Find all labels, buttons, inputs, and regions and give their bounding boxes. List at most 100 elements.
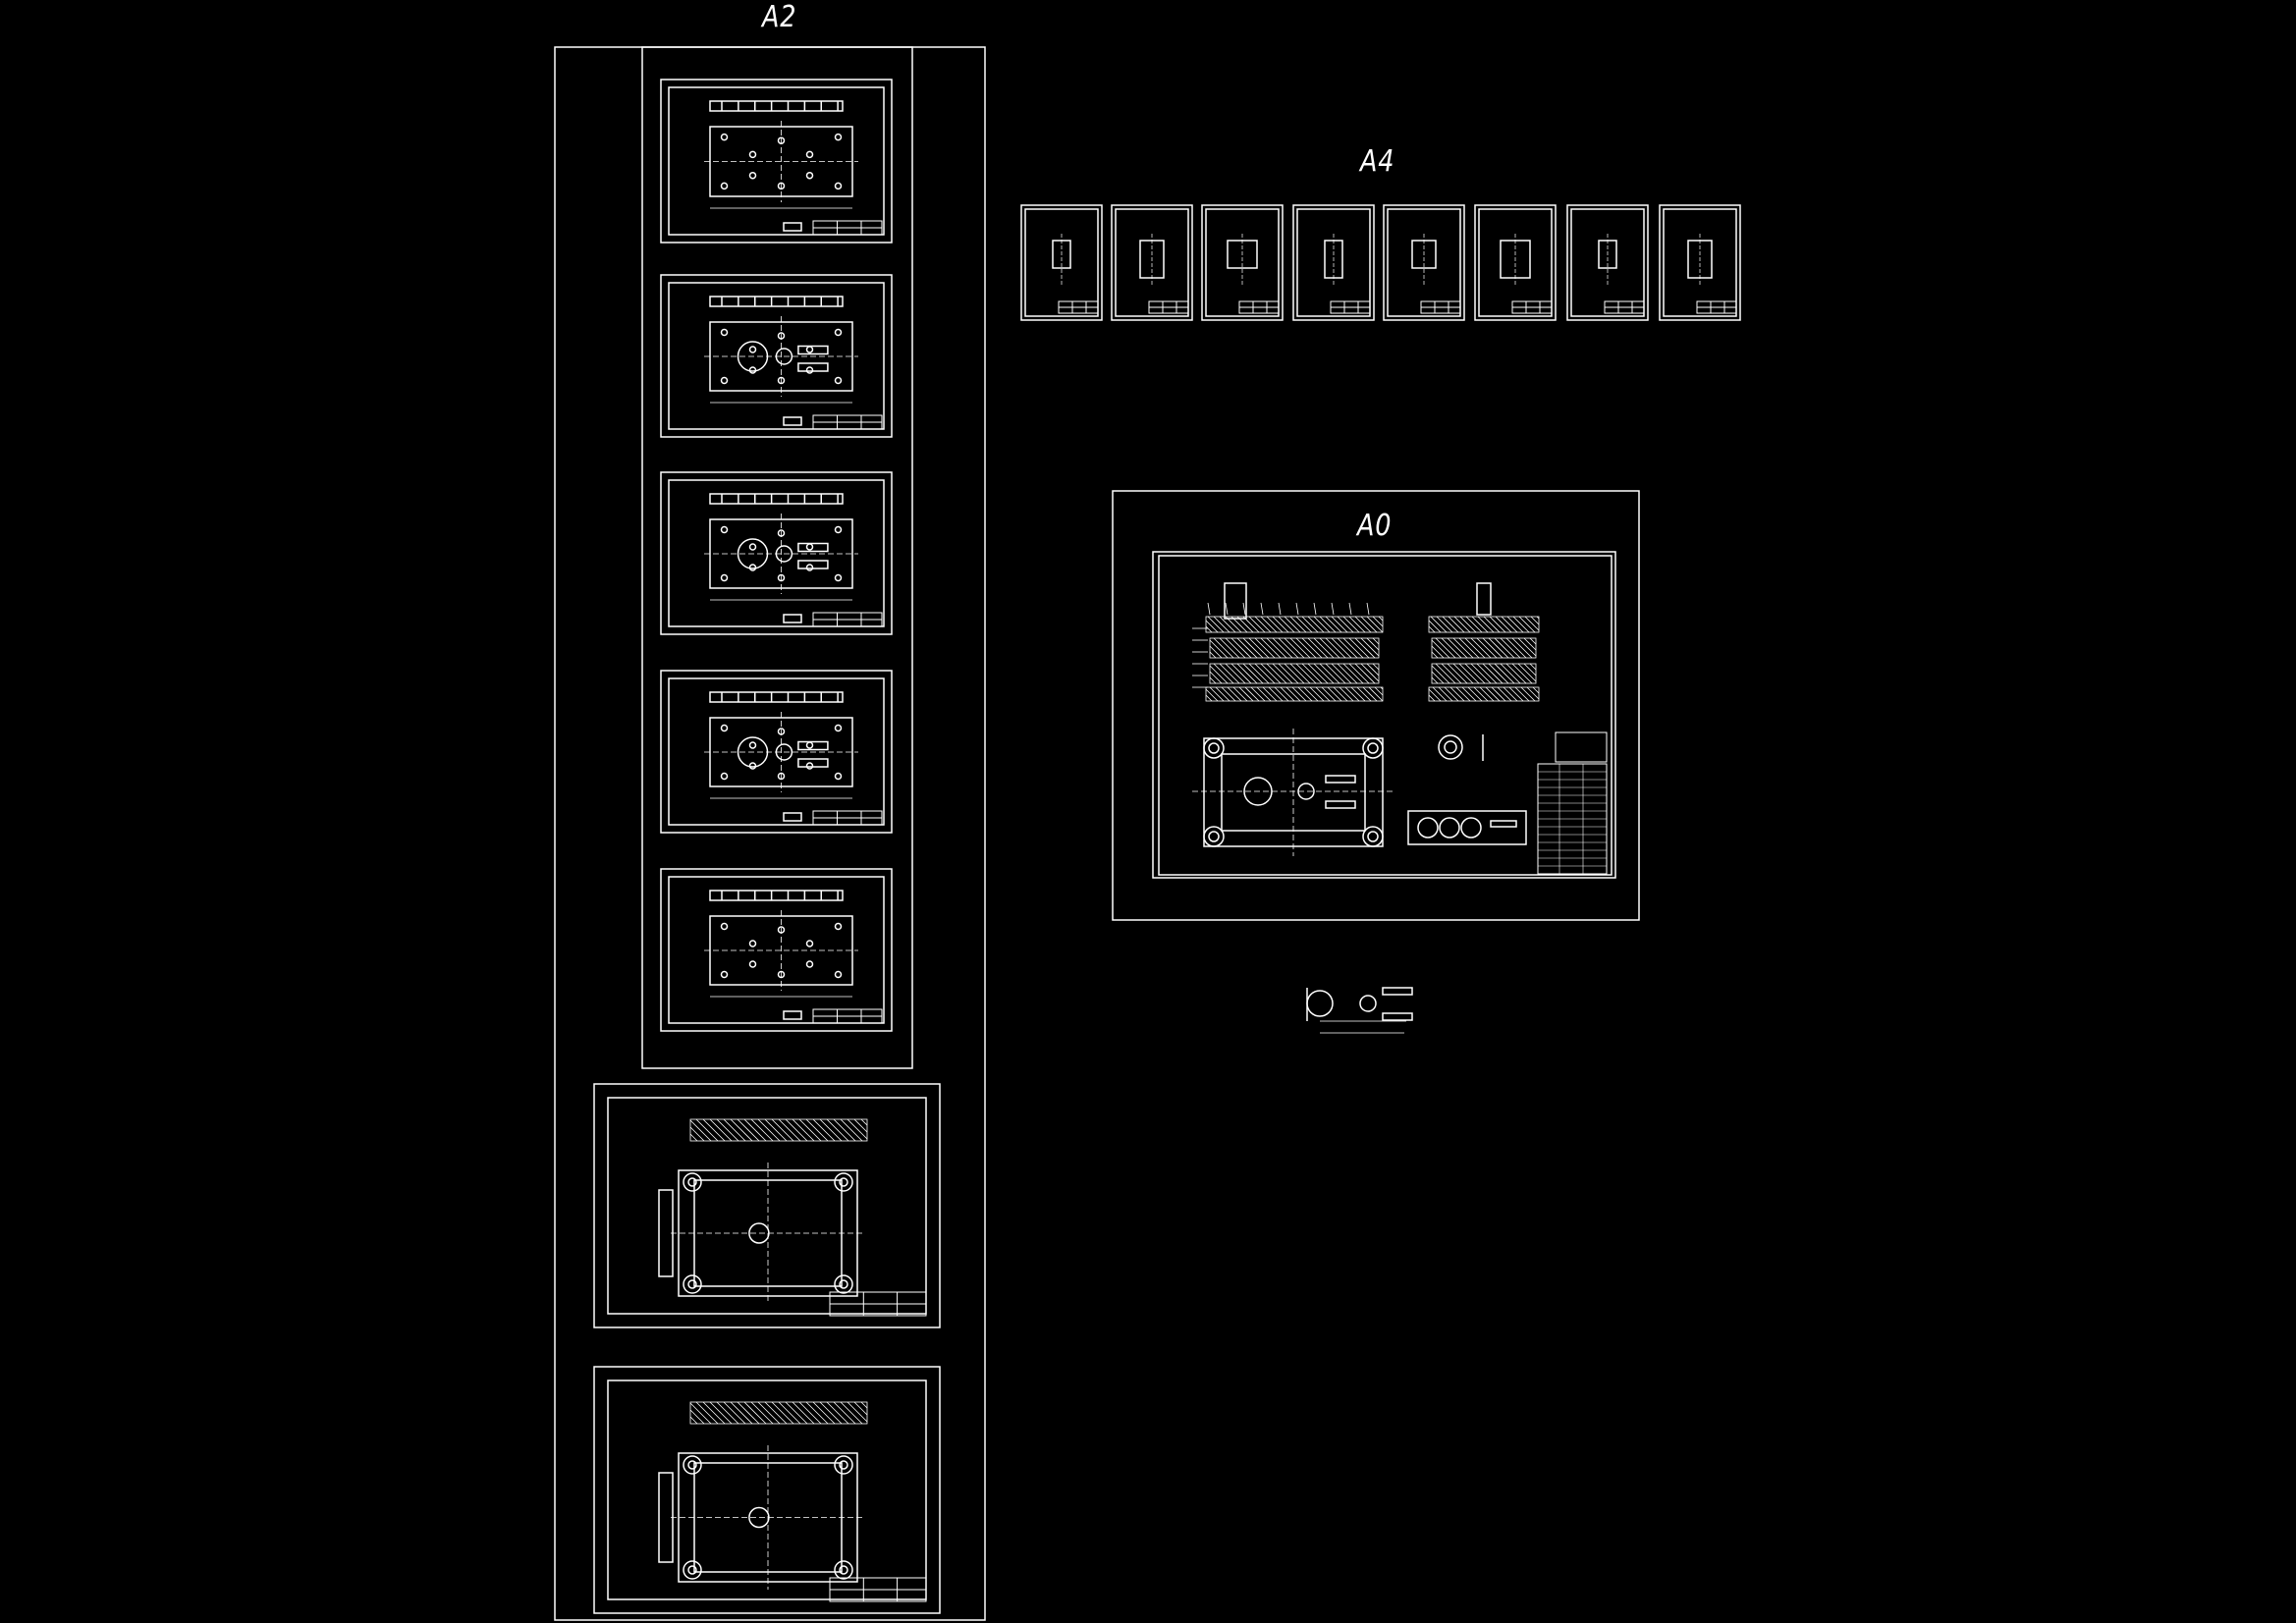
hole xyxy=(805,762,814,770)
title-block xyxy=(1696,300,1737,314)
a4-sheet-8 xyxy=(1659,204,1741,321)
hole xyxy=(777,182,786,190)
a2-sheet-1 xyxy=(660,79,893,243)
stamp xyxy=(783,812,802,822)
blank xyxy=(1439,817,1460,839)
guide-pillar xyxy=(683,1455,702,1475)
hole xyxy=(777,573,786,582)
hole xyxy=(748,762,757,770)
hole xyxy=(748,346,757,353)
shank xyxy=(1224,582,1247,620)
hole xyxy=(720,922,729,931)
hole xyxy=(748,366,757,374)
slot xyxy=(1382,987,1413,996)
sheet-border xyxy=(1020,204,1103,321)
sheet-inner-border xyxy=(607,1380,927,1600)
guide-pillar xyxy=(834,1560,853,1580)
hole xyxy=(777,136,786,144)
sheet-border xyxy=(660,79,893,243)
group-label-a4: A4 xyxy=(1360,144,1395,179)
a4-sheet-3 xyxy=(1201,204,1284,321)
a2-sheet-6 xyxy=(593,1083,941,1328)
sheet-inner-border xyxy=(668,282,885,430)
a2-sheet-2 xyxy=(660,274,893,438)
hole xyxy=(777,529,786,537)
stamp xyxy=(783,416,802,426)
hole xyxy=(777,376,786,385)
part-outer xyxy=(1438,734,1463,760)
sheet-inner-border xyxy=(1570,208,1645,317)
sheet-inner-border xyxy=(1115,208,1189,317)
a4-sheet-5 xyxy=(1383,204,1465,321)
a4-sheet-group xyxy=(1020,204,1741,321)
sheet-inner-border xyxy=(607,1097,927,1315)
part-detail xyxy=(1438,734,1484,761)
hole xyxy=(748,940,757,947)
hole xyxy=(720,724,729,732)
sheet-border xyxy=(660,868,893,1032)
a0-sheet-border xyxy=(1152,551,1616,879)
sheet-border xyxy=(660,471,893,635)
a2-sheet-3 xyxy=(660,471,893,635)
bore xyxy=(737,736,769,768)
a4-sheet-6 xyxy=(1474,204,1557,321)
sheet-inner-border xyxy=(1024,208,1099,317)
hole xyxy=(720,133,729,141)
hole xyxy=(720,772,729,781)
sheet-border xyxy=(1474,204,1557,321)
hole xyxy=(720,182,729,190)
part-inner xyxy=(1444,740,1457,754)
a2-inner-column-frame xyxy=(641,46,913,1069)
loose-part-circle xyxy=(1359,995,1377,1012)
sheet-inner-border xyxy=(1478,208,1553,317)
sheet-border xyxy=(1292,204,1375,321)
hole xyxy=(805,960,814,968)
punch-plate xyxy=(1431,637,1537,659)
bore xyxy=(748,1222,770,1244)
bore xyxy=(775,348,793,365)
title-block xyxy=(1330,300,1371,314)
guide-pillar xyxy=(1203,826,1225,847)
hole xyxy=(720,328,729,337)
guide-pillar xyxy=(1203,737,1225,759)
title-block xyxy=(1604,300,1645,314)
a2-sheet-5 xyxy=(660,868,893,1032)
side-view xyxy=(689,1118,868,1142)
title-block xyxy=(812,810,883,826)
strip-layout xyxy=(1407,810,1527,845)
hole xyxy=(805,366,814,374)
hole xyxy=(748,543,757,551)
hole xyxy=(834,970,843,979)
sheet-inner-border xyxy=(668,876,885,1024)
guide-pillar xyxy=(683,1274,702,1294)
hole xyxy=(777,332,786,340)
sheet-border xyxy=(593,1083,941,1328)
bore xyxy=(737,341,769,372)
technical-notes xyxy=(1555,731,1608,763)
slot xyxy=(1325,775,1356,784)
hole xyxy=(720,970,729,979)
side-view xyxy=(709,691,844,703)
a2-sheet-7 xyxy=(593,1366,941,1614)
a0-sheet-group xyxy=(1112,490,1640,921)
blank xyxy=(1460,817,1482,839)
a2-sheet-group xyxy=(554,46,986,1621)
top-plate xyxy=(1205,616,1384,633)
sheet-border xyxy=(1566,204,1649,321)
hole xyxy=(777,728,786,735)
sheet-inner-border xyxy=(668,86,885,236)
sheet-border xyxy=(1383,204,1465,321)
hole xyxy=(834,525,843,534)
front-section-view xyxy=(1192,582,1384,702)
hole xyxy=(720,573,729,582)
title-block xyxy=(812,1008,883,1024)
bore xyxy=(775,545,793,563)
hole xyxy=(748,741,757,749)
loose-detail-sketch xyxy=(1306,987,1413,1034)
a4-sheet-7 xyxy=(1566,204,1649,321)
guide-pillar xyxy=(683,1560,702,1580)
bottom-plate xyxy=(1428,686,1540,702)
punch-plate xyxy=(1209,637,1380,659)
hole xyxy=(777,926,786,934)
